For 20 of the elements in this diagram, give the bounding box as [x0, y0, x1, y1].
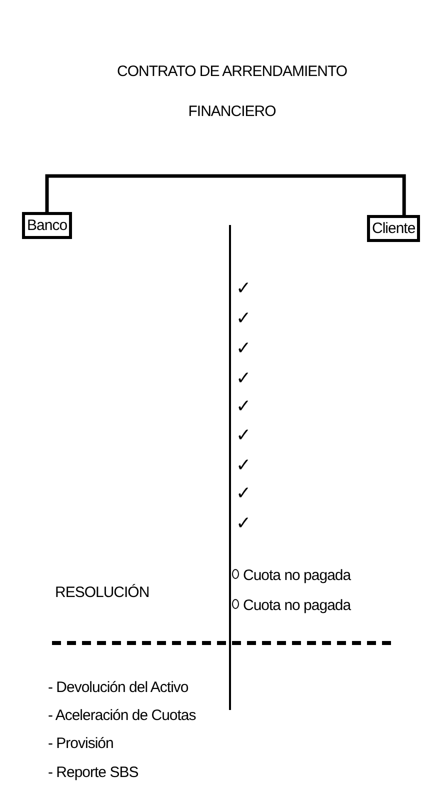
check-mark: ✓ [236, 368, 252, 389]
party-box: Cliente [367, 215, 420, 242]
check-mark: ✓ [236, 455, 252, 476]
bullet-item: Cuota no pagada [232, 597, 351, 614]
bullet-item: Cuota no pagada [232, 567, 351, 584]
check-mark: ✓ [236, 483, 252, 504]
title: CONTRATO DE ARRENDAMIENTO FINANCIERO [116, 62, 348, 122]
text-label: - Provisión [48, 735, 114, 752]
check-mark: ✓ [236, 338, 252, 359]
text-label: - Aceleración de Cuotas [48, 707, 196, 724]
connector-bracket [45, 174, 406, 215]
check-mark: ✓ [236, 513, 252, 534]
party-box: Banco [22, 212, 72, 239]
text-label: - Reporte SBS [48, 764, 138, 781]
check-mark: ✓ [236, 278, 252, 299]
text-label: - Devolución del Activo [48, 679, 188, 696]
check-mark: ✓ [236, 396, 252, 417]
text-label: RESOLUCIÓN [55, 584, 150, 601]
check-mark: ✓ [236, 425, 252, 446]
check-mark: ✓ [236, 308, 252, 329]
